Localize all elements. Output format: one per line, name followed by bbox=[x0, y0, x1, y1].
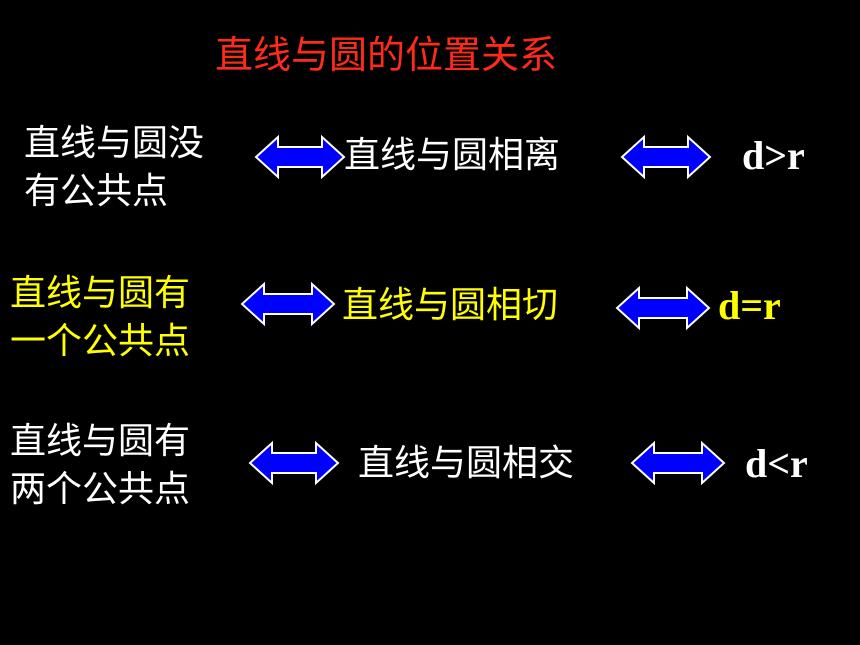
condition-line: 直线与圆有 bbox=[10, 421, 191, 462]
double-arrow-icon bbox=[615, 285, 711, 331]
double-arrow-icon bbox=[248, 440, 340, 486]
position-text-2: 直线与圆相切 bbox=[342, 285, 559, 326]
position-text-1: 直线与圆相离 bbox=[344, 135, 561, 176]
condition-text-2: 直线与圆有 一个公共点 bbox=[10, 270, 190, 366]
relation-text-3: d<r bbox=[745, 441, 808, 486]
condition-line: 直线与圆有 bbox=[10, 273, 191, 314]
condition-line: 两个公共点 bbox=[10, 469, 191, 510]
double-arrow-icon bbox=[240, 281, 336, 327]
relation-text-2: d=r bbox=[718, 283, 781, 328]
condition-line: 一个公共点 bbox=[10, 321, 191, 362]
condition-text-3: 直线与圆有 两个公共点 bbox=[10, 418, 190, 514]
position-text-3: 直线与圆相交 bbox=[358, 443, 575, 484]
double-arrow-icon bbox=[620, 134, 712, 180]
double-arrow-icon bbox=[254, 134, 346, 180]
slide-title: 直线与圆的位置关系 bbox=[215, 33, 558, 77]
condition-line: 有公共点 bbox=[24, 171, 169, 212]
double-arrow-icon bbox=[630, 440, 726, 486]
condition-text-1: 直线与圆没 有公共点 bbox=[24, 120, 204, 216]
condition-line: 直线与圆没 bbox=[24, 123, 205, 164]
relation-text-1: d>r bbox=[742, 133, 805, 178]
